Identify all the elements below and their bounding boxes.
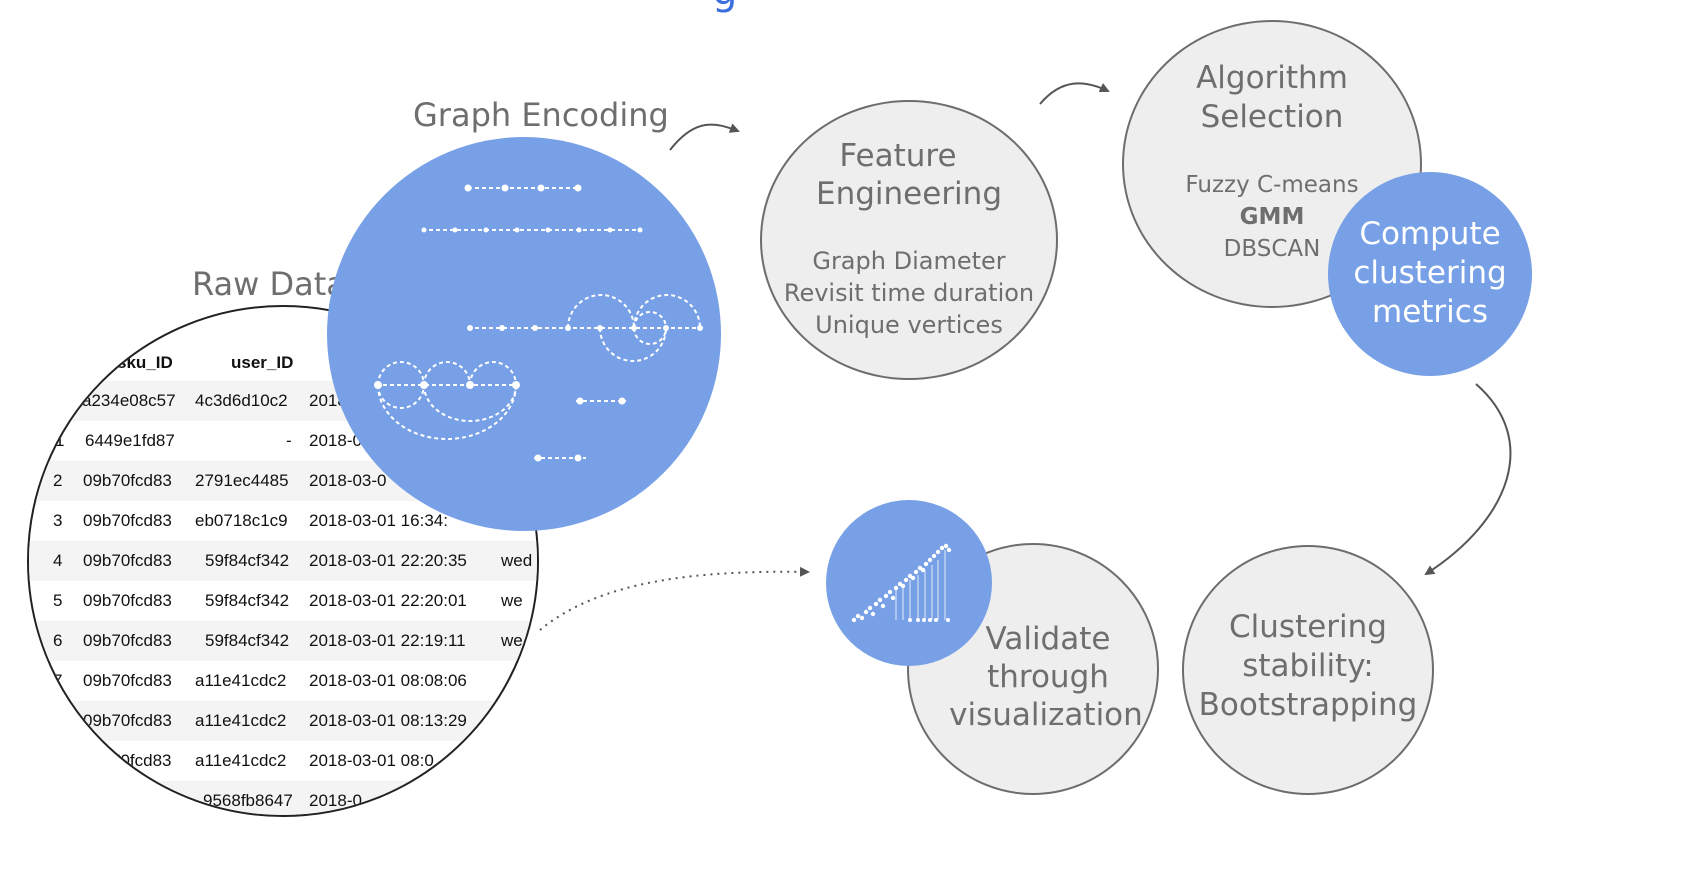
raw-data-title: Raw Data <box>192 265 346 303</box>
validate-line3: visualization <box>949 697 1143 733</box>
compute-metrics-line1: Compute <box>1359 216 1501 252</box>
clustering-stability-circle: Clustering stability: Bootstrapping <box>1182 545 1434 795</box>
algorithm-item: DBSCAN <box>1223 236 1321 262</box>
table-cell: 2018-03-0 <box>309 471 387 490</box>
table-cell: a11e41cdc2 <box>195 671 287 690</box>
table-cell: 09b70fcd83 <box>83 631 172 650</box>
feature-item: Revisit time duration <box>783 279 1035 307</box>
table-cell: 2018-03-01 08:13:29 <box>309 711 467 730</box>
compute-metrics-line2: clustering <box>1353 255 1507 291</box>
table-cell: 2018-0 <box>309 791 362 810</box>
table-cell: a11e41cdc2 <box>195 751 287 770</box>
compute-metrics-line3: metrics <box>1372 294 1488 330</box>
table-cell: 2018-03-01 16:34: <box>309 511 448 530</box>
algorithm-item-highlighted: GMM <box>1239 204 1305 230</box>
graph-encoding-circle <box>327 137 721 531</box>
table-cell: 59f84cf342 <box>205 591 290 610</box>
table-cell: 09b70fcd83 <box>83 711 172 730</box>
table-row: 7 09b70fcd83 a11e41cdc2 2018-03-01 08:08… <box>29 661 537 701</box>
table-cell: 09b70fcd83 <box>83 551 172 570</box>
compute-metrics-circle: Compute clustering metrics <box>1328 172 1532 376</box>
validate-line2: through <box>987 659 1109 695</box>
table-cell: 2018-0 <box>309 431 362 450</box>
table-cell: a234e08c57 <box>82 391 176 410</box>
feature-item: Unique vertices <box>815 311 1003 339</box>
feature-engineering-circle: Feature Engineering Graph Diameter Revis… <box>760 100 1058 380</box>
table-cell: 59f84cf342 <box>205 631 290 650</box>
arrow-encoding-to-features <box>669 123 740 151</box>
table-row: 4 09b70fcd83 59f84cf342 2018-03-01 22:20… <box>29 541 537 581</box>
table-cell: 09b70fcd83 <box>83 591 172 610</box>
column-header: sku_ID <box>117 353 173 372</box>
feature-engineering-title-line1: Feature <box>839 138 957 174</box>
algorithm-item: Fuzzy C-means <box>1185 172 1359 198</box>
table-row: 9568fb8647 2018-0 <box>29 781 537 815</box>
table-row: 3 09b70fcd83 eb0718c1c9 2018-03-01 16:34… <box>29 501 537 541</box>
table-cell: 09b70fcd83 <box>83 671 172 690</box>
table-cell: 9568fb8647 <box>203 791 293 810</box>
clustering-stability-line3: Bootstrapping <box>1198 687 1418 723</box>
arrow-data-to-validate <box>539 566 810 631</box>
table-cell: 09b70fcd83 <box>83 471 172 490</box>
table-cell: 2018-03-01 22:19:11 <box>309 631 466 650</box>
raw-data-table-circle: sku_ID user_ID a234e08c57 4c3d6d10c2 201… <box>27 305 539 817</box>
table-cell: 2791ec4485 <box>195 471 289 490</box>
table-cell: we <box>501 631 523 650</box>
table-cell: 2018-03-01 08:0 <box>309 751 434 770</box>
algorithm-selection-circle: Algorithm Selection Fuzzy C-means GMM DB… <box>1122 20 1422 308</box>
table-cell: a11e41cdc2 <box>195 711 287 730</box>
table-cell: 2018-03-01 08:08:06 <box>309 671 467 690</box>
table-row: 70fcd83 a11e41cdc2 2018-03-01 08:0 <box>29 741 537 781</box>
table-row: 5 09b70fcd83 59f84cf342 2018-03-01 22:20… <box>29 581 537 621</box>
top-title-fragment: g <box>712 0 737 14</box>
table-cell: 6449e1fd87 <box>85 431 175 450</box>
clustering-stability-line1: Clustering <box>1229 609 1387 645</box>
table-cell: 59f84cf342 <box>205 551 290 570</box>
algorithm-selection-title-line2: Selection <box>1200 99 1344 135</box>
feature-engineering-title-line2: Engineering <box>816 176 1002 212</box>
table-cell: 2018-03-01 22:20:01 <box>309 591 467 610</box>
table-row: 09b70fcd83 a11e41cdc2 2018-03-01 08:13:2… <box>29 701 537 741</box>
table-cell: 5 <box>53 591 63 610</box>
column-header: user_ID <box>231 353 294 372</box>
validate-line1: Validate <box>985 621 1111 657</box>
table-cell: 4 <box>53 551 63 570</box>
arrow-metrics-to-stability <box>1424 383 1512 576</box>
table-row: 6 09b70fcd83 59f84cf342 2018-03-01 22:19… <box>29 621 537 661</box>
algorithm-selection-title-line1: Algorithm <box>1196 60 1348 96</box>
visualization-thumbnail-circle <box>826 500 992 666</box>
table-cell: 3 <box>53 511 63 530</box>
graph-encoding-title: Graph Encoding <box>413 96 669 134</box>
table-cell: - <box>286 431 292 450</box>
table-cell: wed <box>501 551 533 570</box>
table-cell: 7 <box>53 671 63 690</box>
table-cell: 6 <box>53 631 63 650</box>
table-cell: 1 <box>55 431 65 450</box>
table-cell: 4c3d6d10c2 <box>195 391 288 410</box>
feature-item: Graph Diameter <box>812 247 1006 275</box>
table-row: 1 6449e1fd87 - 2018-0 <box>29 421 537 461</box>
table-cell: we <box>501 591 523 610</box>
table-cell: 70fcd83 <box>111 751 172 770</box>
table-cell: eb0718c1c9 <box>195 511 288 530</box>
clustering-stability-line2: stability: <box>1242 648 1374 684</box>
arrow-features-to-algorithm <box>1039 82 1110 105</box>
table-cell: 2018-03-01 22:20:35 <box>309 551 467 570</box>
table-header: sku_ID user_ID <box>29 343 537 383</box>
table-cell: 09b70fcd83 <box>83 511 172 530</box>
table-cell: 2 <box>53 471 63 490</box>
